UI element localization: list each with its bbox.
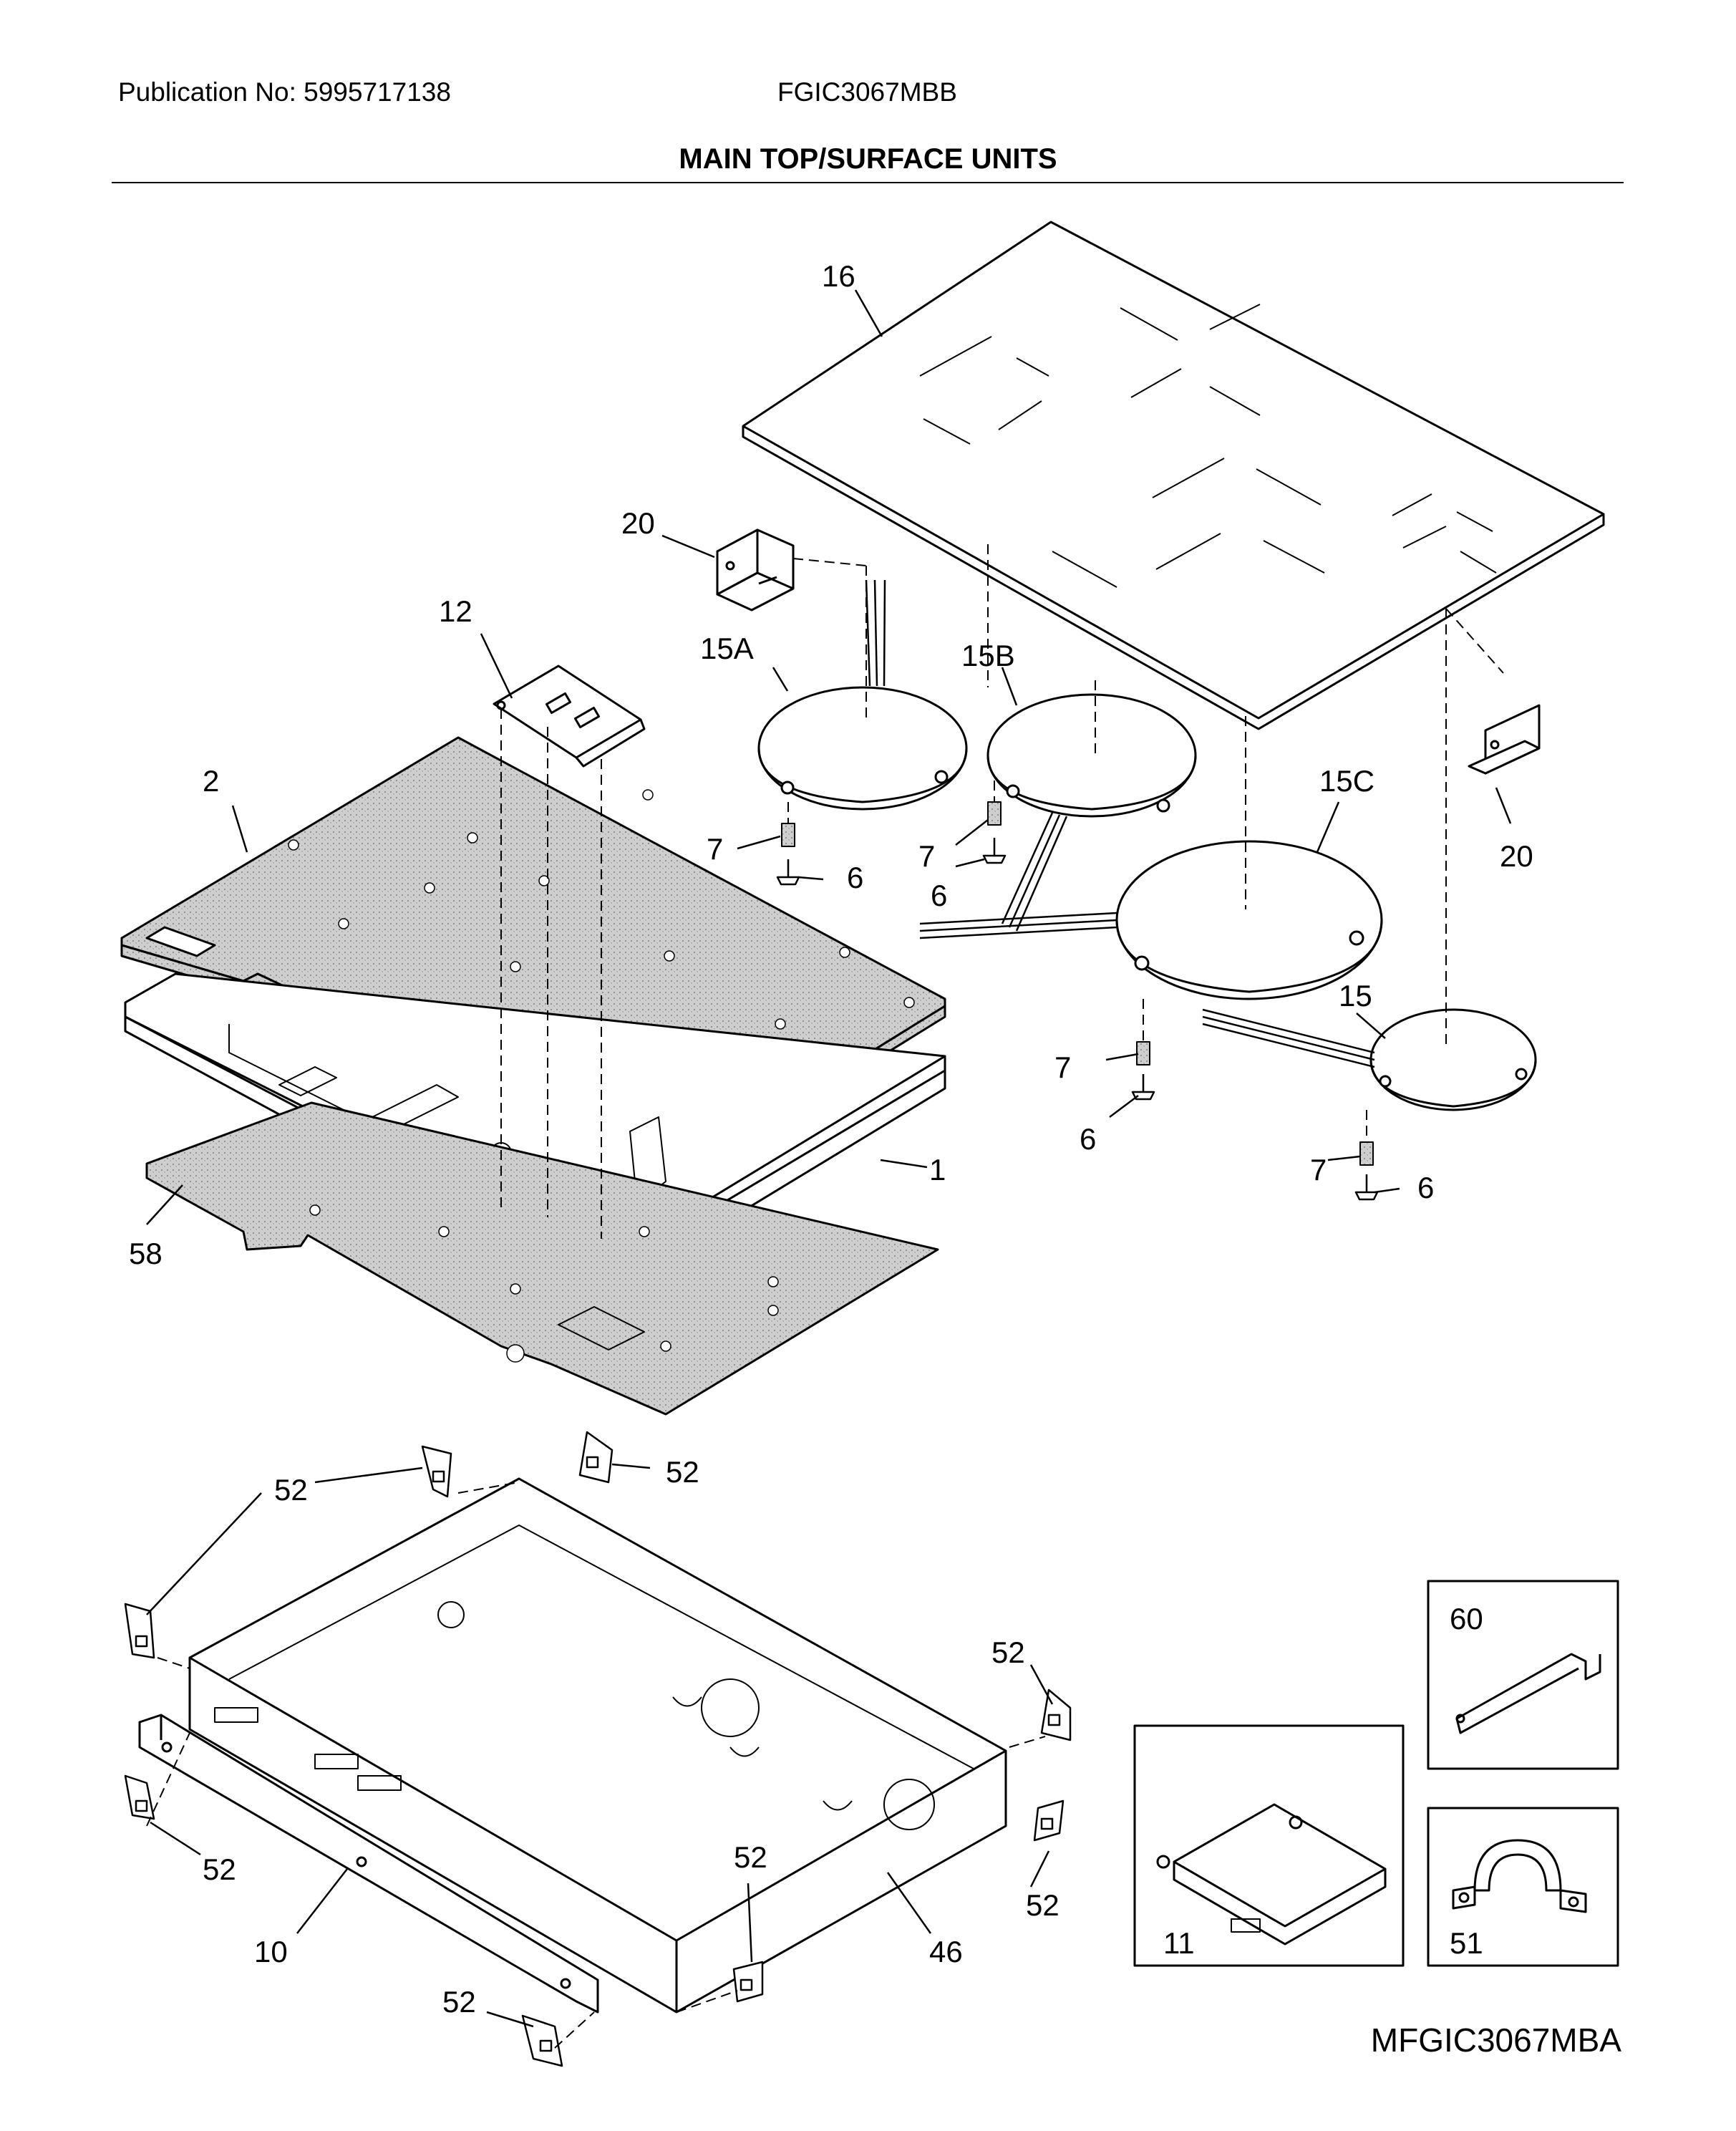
callout-7-a: 7 <box>707 832 723 866</box>
part-58-lower-insulation <box>145 1101 939 1416</box>
page-title: MAIN TOP/SURFACE UNITS <box>679 143 1057 175</box>
header-divider <box>112 182 1624 183</box>
part-10-front-rail <box>138 1714 599 2014</box>
callout-52-g: 52 <box>442 1985 476 2019</box>
part-15a-element <box>757 579 968 811</box>
part-12-bracket <box>493 665 646 768</box>
callout-52-c: 52 <box>991 1635 1025 1669</box>
part-7-springs <box>781 801 1374 1166</box>
callout-12: 12 <box>439 594 472 628</box>
callout-15b: 15B <box>961 639 1015 672</box>
model-number: FGIC3067MBB <box>777 77 957 107</box>
callout-16: 16 <box>822 259 855 293</box>
callout-6-b: 6 <box>931 879 947 912</box>
callout-7-c: 7 <box>1054 1050 1071 1084</box>
callout-51: 51 <box>1450 1926 1483 1960</box>
part-15b-element <box>986 693 1197 932</box>
callout-6-d: 6 <box>1417 1171 1434 1204</box>
part-15c-element <box>919 840 1383 1000</box>
part-16-glass-top <box>742 221 1605 730</box>
part-60-bracket <box>1455 1653 1601 1734</box>
diagram-code: MFGIC3067MBA <box>1370 2021 1621 2059</box>
callout-52-f: 52 <box>1026 1888 1059 1922</box>
callout-58: 58 <box>129 1237 163 1270</box>
callout-20-right: 20 <box>1500 839 1533 873</box>
callout-6-a: 6 <box>847 861 863 894</box>
callout-46: 46 <box>929 1935 963 1968</box>
callout-52-e: 52 <box>734 1840 767 1874</box>
part-46-bottom-box <box>188 1477 1007 2014</box>
callout-labels: 16 20 20 12 15A 15B 15C 15 2 1 58 7 6 7 … <box>129 259 1533 2019</box>
part-11-bracket <box>1156 1803 1387 1946</box>
callout-60: 60 <box>1450 1602 1483 1635</box>
callout-15a: 15A <box>700 632 754 665</box>
part-20-bracket-left <box>716 528 795 612</box>
callout-20-left: 20 <box>621 506 655 540</box>
part-6-screws <box>776 838 1379 1201</box>
leader-lines <box>146 289 1512 2028</box>
publication-number: Publication No: 5995717138 <box>118 77 451 107</box>
callout-52-a: 52 <box>274 1473 308 1507</box>
inset-box-51 <box>1427 1807 1619 1967</box>
callout-7-d: 7 <box>1310 1153 1327 1187</box>
callout-6-c: 6 <box>1080 1122 1096 1156</box>
callout-52-d: 52 <box>203 1852 236 1886</box>
callout-2: 2 <box>203 764 219 798</box>
inset-box-11 <box>1133 1724 1405 1967</box>
callout-11: 11 <box>1163 1926 1195 1960</box>
inset-box-60 <box>1427 1580 1619 1770</box>
part-20-bracket-right <box>1468 704 1541 775</box>
callout-15: 15 <box>1339 979 1372 1013</box>
callout-1: 1 <box>929 1153 946 1187</box>
callout-10: 10 <box>254 1935 288 1968</box>
callout-15c: 15C <box>1319 764 1374 798</box>
part-15-element <box>1202 1008 1537 1111</box>
part-51-clamp <box>1452 1839 1587 1913</box>
callout-7-b: 7 <box>918 839 935 873</box>
assembly-lines <box>146 544 1504 2049</box>
callout-52-b: 52 <box>666 1455 699 1489</box>
